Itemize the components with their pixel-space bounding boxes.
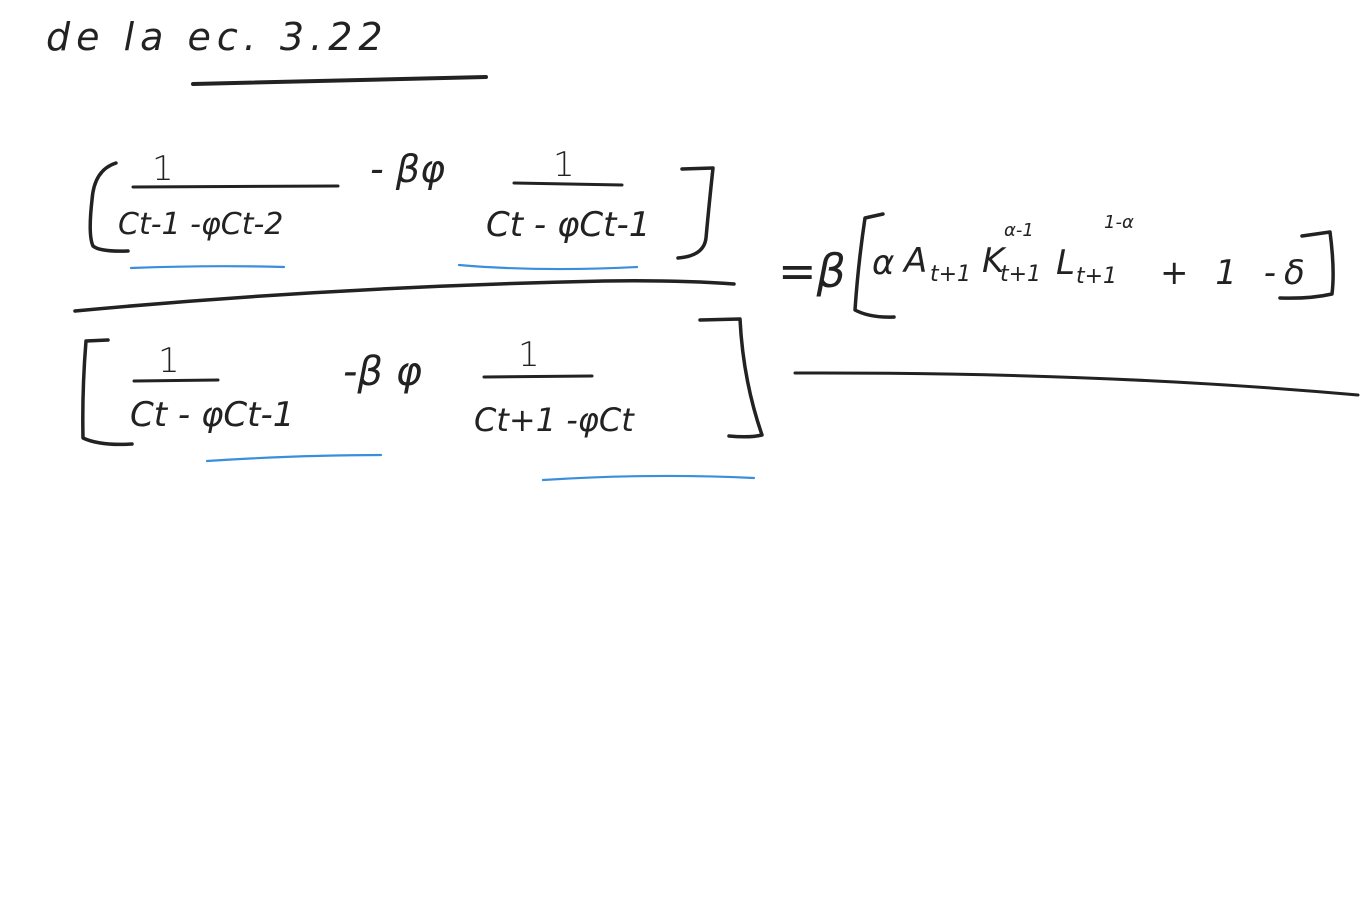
rhs-left-bracket [853,212,896,319]
rhs-fraction-bar [793,371,1360,397]
upper-right-bracket [676,166,715,260]
numerator-term2-denominator: Ct - φCt-1 [486,205,651,245]
denominator-minus-beta-phi: -β φ [343,349,423,395]
rhs-L-subscript: t+1 [1076,264,1118,289]
rhs-tail: + 1 -δ [1160,253,1313,293]
rhs-right-bracket [1278,230,1335,300]
blue-underline-3 [205,453,383,463]
denominator-term2-denominator: Ct+1 -φCt [474,401,634,439]
lower-right-bracket [698,317,764,439]
upper-frac-bar-2 [512,181,624,187]
lower-left-bracket [81,338,134,447]
denominator-term1-denominator: Ct - φCt-1 [130,395,295,435]
heading-underline [191,75,488,86]
rhs-A-subscript: t+1 [930,262,972,287]
rhs-alpha: α [872,243,895,283]
main-fraction-bar [73,279,736,313]
numerator-term2-one: 1 [553,145,575,185]
denominator-term2-one: 1 [518,335,540,375]
heading-text: de la ec. 3.22 [46,15,389,59]
lower-frac-bar-1 [132,378,220,383]
lower-frac-bar-2 [482,374,594,379]
blue-underline-2 [457,263,639,271]
rhs-A: A [904,241,928,281]
blue-underline-1 [129,265,286,270]
numerator-term1-denominator: Ct-1 -φCt-2 [118,207,284,242]
numerator-minus-beta-phi: - βφ [370,147,446,191]
upper-frac-bar-1 [131,184,340,189]
blue-underline-4 [541,474,756,482]
denominator-term1-one: 1 [158,341,180,381]
rhs-equals-beta: =β [778,244,846,298]
upper-left-bracket [88,161,130,253]
rhs-K-subscript: t+1 [1000,262,1042,287]
numerator-term1-one: 1 [152,149,174,189]
rhs-L: L [1056,243,1075,283]
rhs-L-superscript: 1-α [1104,212,1134,233]
rhs-K-superscript: α-1 [1004,220,1034,241]
rhs-K: K [982,241,1005,281]
